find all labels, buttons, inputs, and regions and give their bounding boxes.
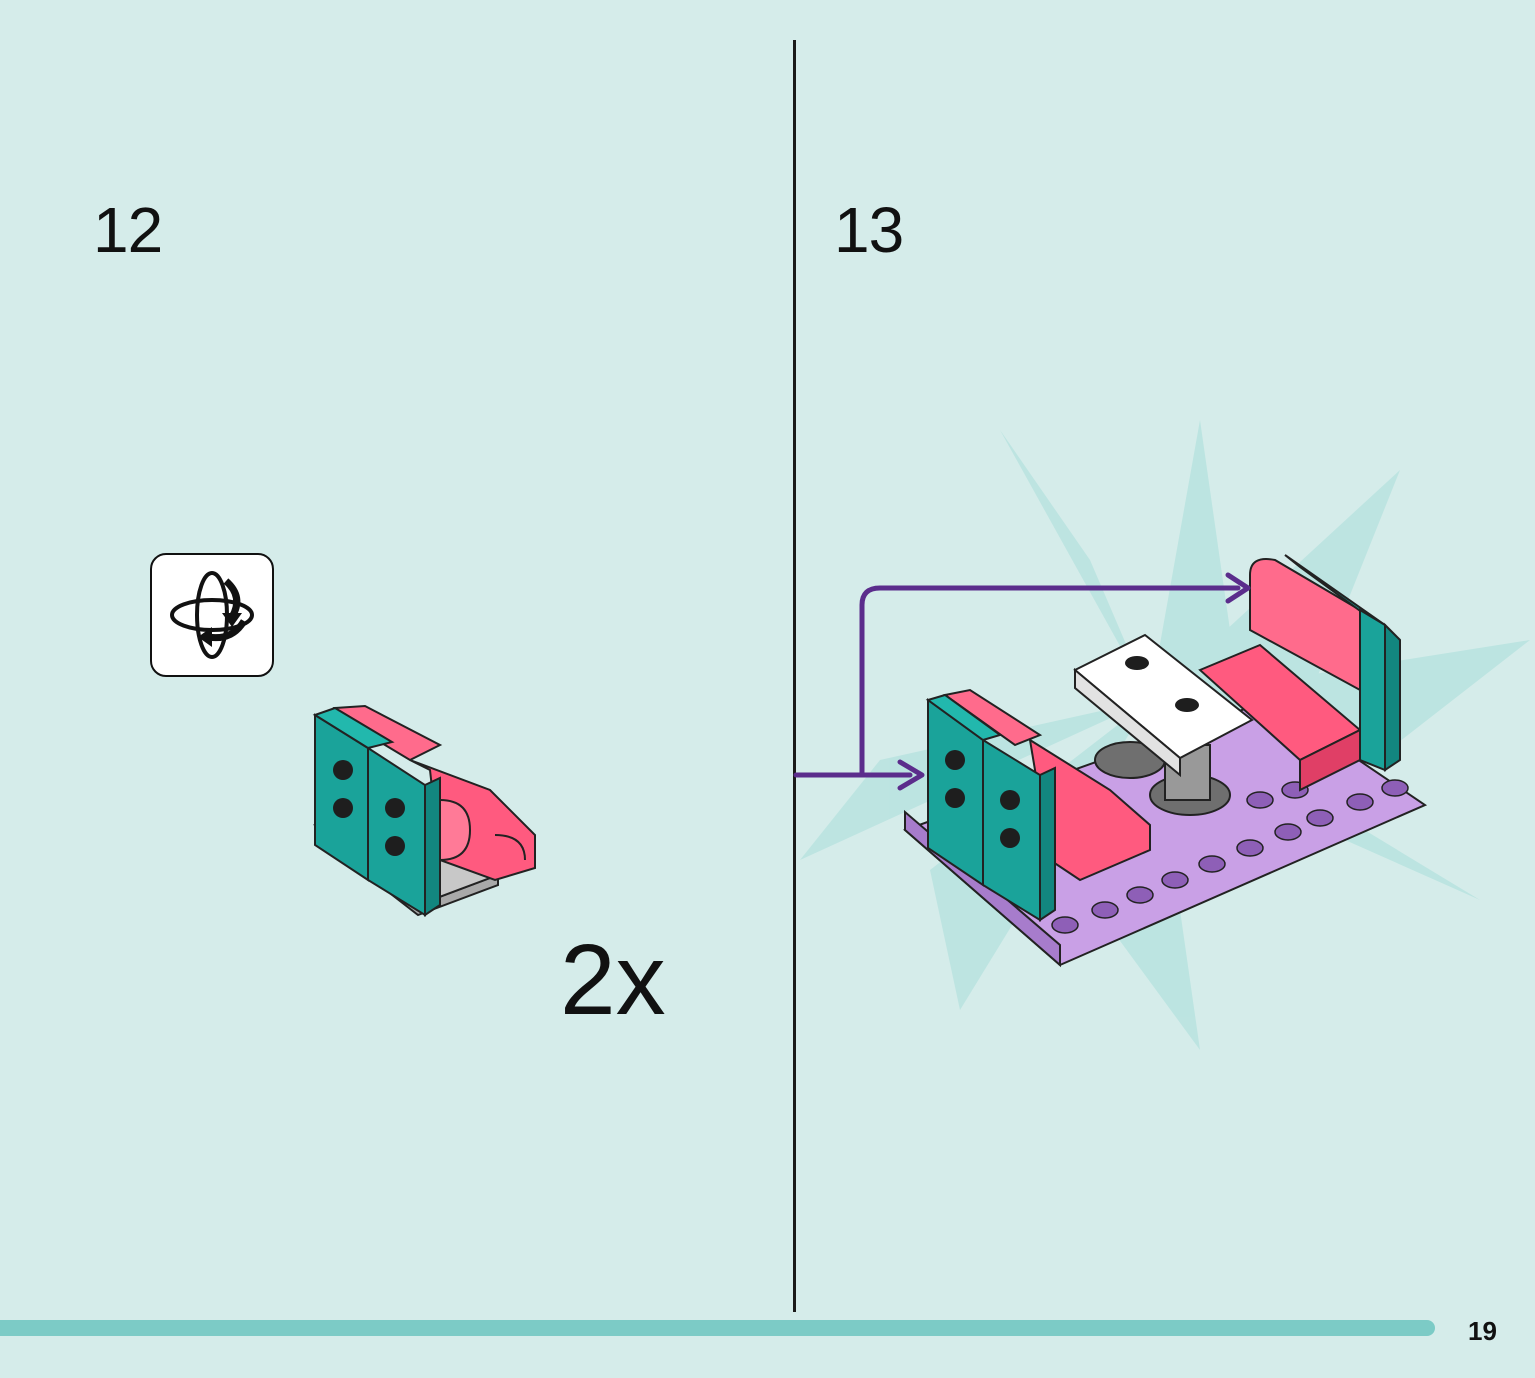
step-13-number: 13: [834, 194, 904, 266]
rotate-model-icon: [150, 553, 274, 677]
quantity-multiplier: 2x: [560, 924, 666, 1036]
step-divider: [793, 40, 796, 1312]
step-12-number: 12: [93, 194, 163, 266]
footer-progress-bar: [0, 1320, 1435, 1336]
page-number: 19: [1468, 1316, 1497, 1346]
placement-arrow-icon: [793, 572, 1251, 791]
